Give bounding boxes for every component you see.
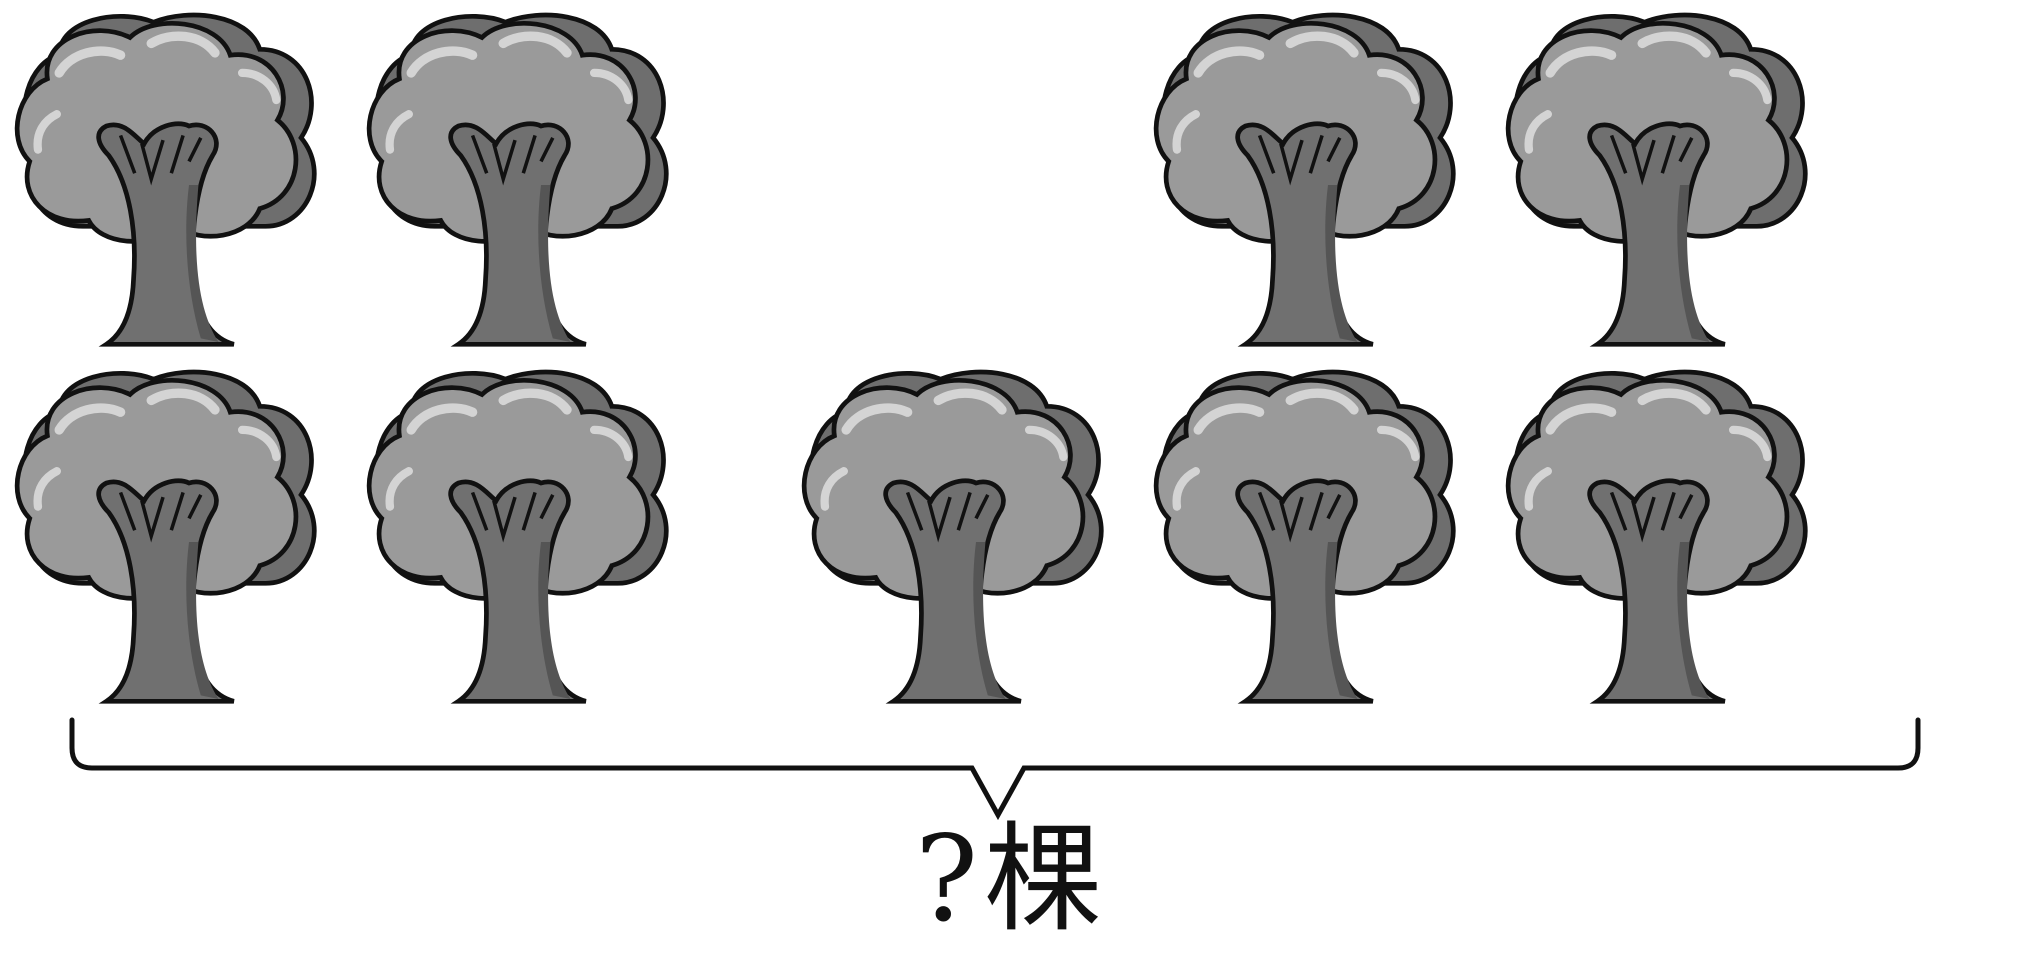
tree-icon: [1156, 372, 1454, 702]
question-mark: ?: [914, 810, 979, 948]
tree-icon: [17, 15, 315, 345]
tree-icon: [1156, 15, 1454, 345]
tree-icon: [369, 372, 667, 702]
unit-label: 棵: [984, 810, 1103, 948]
tree-icon: [804, 372, 1102, 702]
tree-icon: [1508, 15, 1806, 345]
tree-icon: [369, 15, 667, 345]
tree-icon: [1508, 372, 1806, 702]
brace-icon: [69, 717, 1921, 821]
question-label: ?棵: [0, 820, 2017, 938]
tree-icon: [17, 372, 315, 702]
